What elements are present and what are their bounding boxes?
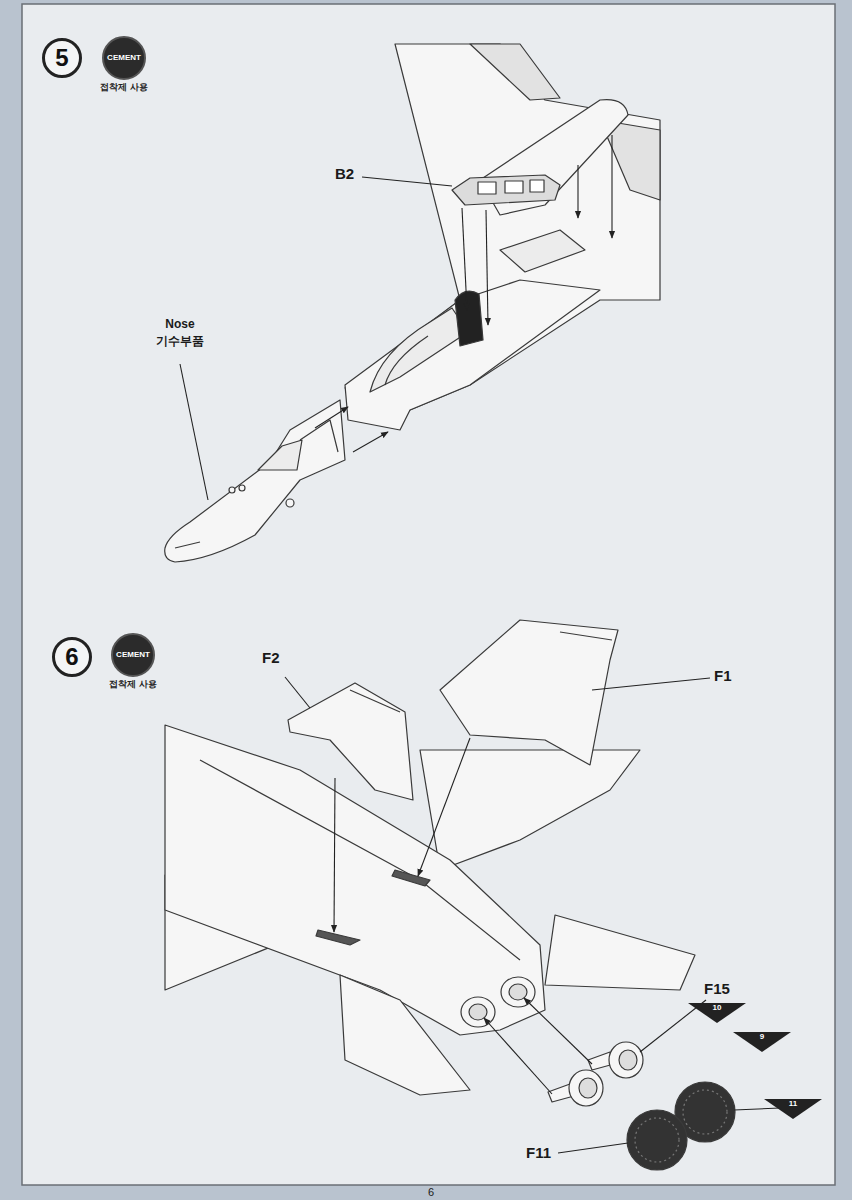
nozzle-petals (683, 1090, 727, 1134)
part-b2-detail (530, 180, 544, 192)
nose-detail (229, 487, 235, 493)
nose-detail (286, 499, 294, 507)
nozzle-inner (509, 984, 527, 1000)
part-label: Nose (165, 318, 194, 331)
part-b2 (452, 175, 560, 205)
radome-line (175, 542, 200, 548)
part-f1-tail (440, 620, 618, 765)
nozzle-opening (461, 997, 495, 1027)
avionics-bay (500, 230, 585, 272)
step-number: 6 (52, 637, 92, 677)
tail-slot (316, 930, 360, 945)
cement-badge: CEMENT접착제 사용 (102, 36, 146, 80)
cement-text: CEMENT (116, 651, 150, 659)
step-number: 5 (42, 38, 82, 78)
nose-section (165, 400, 345, 562)
assembly-arrow (524, 998, 592, 1064)
step-6-drawing (165, 620, 735, 1170)
part-label: F11 (526, 1145, 551, 1162)
page-frame (22, 4, 835, 1185)
part-label: F2 (262, 650, 280, 667)
assembly-arrow (486, 210, 488, 325)
leader-line (558, 1143, 628, 1153)
tail-detail (560, 632, 612, 640)
step-6-arrows (285, 677, 780, 1153)
ejection-seat (455, 291, 483, 346)
page-number: 6 (428, 1186, 434, 1198)
leader-line (362, 177, 452, 186)
wing-root (470, 44, 560, 100)
part-label: B2 (335, 166, 354, 183)
right-wing (420, 750, 640, 870)
step-5-drawing (165, 44, 660, 562)
cement-caption: 접착제 사용 (109, 678, 157, 691)
leader-line (592, 678, 710, 690)
assembly-arrow (334, 778, 335, 932)
assembly-arrow (462, 208, 467, 310)
forward-fuselage (345, 280, 600, 430)
assembly-arrow (484, 1018, 552, 1094)
callout-number-text: 11 (764, 1100, 822, 1108)
nozzle-petals (635, 1118, 679, 1162)
cement-caption: 접착제 사용 (100, 81, 148, 94)
callout-triangle-shape (688, 1003, 746, 1023)
nose-detail (239, 485, 245, 491)
left-stabilizer (340, 975, 470, 1095)
assembly-arrow (577, 165, 578, 218)
cement-text: CEMENT (107, 54, 141, 62)
canopy-frame (385, 336, 428, 385)
leader-line (180, 364, 208, 500)
assembly-arrow (418, 738, 470, 876)
step-5-arrows (180, 135, 612, 500)
callout-triangle-shape (733, 1032, 791, 1052)
cement-badge: CEMENT접착제 사용 (111, 633, 155, 677)
callout-number: 9 (733, 1032, 791, 1052)
leader-line (734, 1108, 780, 1110)
nose-fairing (300, 420, 338, 452)
part-f15-ring (609, 1042, 643, 1078)
callout-number: 10 (688, 1003, 746, 1023)
part-b2-detail (505, 181, 523, 193)
part-f11-nozzle (627, 1110, 687, 1170)
callout-number-text: 9 (733, 1033, 791, 1041)
assembly-arrow (611, 135, 612, 238)
assembly-arrow (315, 407, 348, 428)
step-number-text: 5 (55, 46, 68, 70)
nozzle-opening (501, 977, 535, 1007)
windscreen (258, 440, 302, 470)
part-f15-ring (569, 1070, 603, 1106)
callout-triangle-shape (764, 1099, 822, 1119)
callout-number-text: 10 (688, 1004, 746, 1012)
nozzle-inner (469, 1004, 487, 1020)
step-number-text: 6 (65, 645, 78, 669)
right-stabilizer (545, 915, 695, 990)
part-f15-inner (619, 1050, 637, 1070)
tail-slot (392, 870, 430, 886)
part-b2-detail (478, 182, 496, 194)
part-label: F15 (704, 981, 730, 998)
leader-line (285, 677, 310, 708)
canopy (370, 308, 468, 392)
part-f15-inner (579, 1078, 597, 1098)
assembly-arrow (353, 432, 388, 452)
part-label: F1 (714, 668, 732, 685)
part-label: 기수부품 (156, 335, 204, 348)
part-f2-tail (288, 683, 413, 800)
panel-line (200, 760, 520, 960)
callout-number: 11 (764, 1099, 822, 1119)
tail-detail (350, 690, 400, 712)
